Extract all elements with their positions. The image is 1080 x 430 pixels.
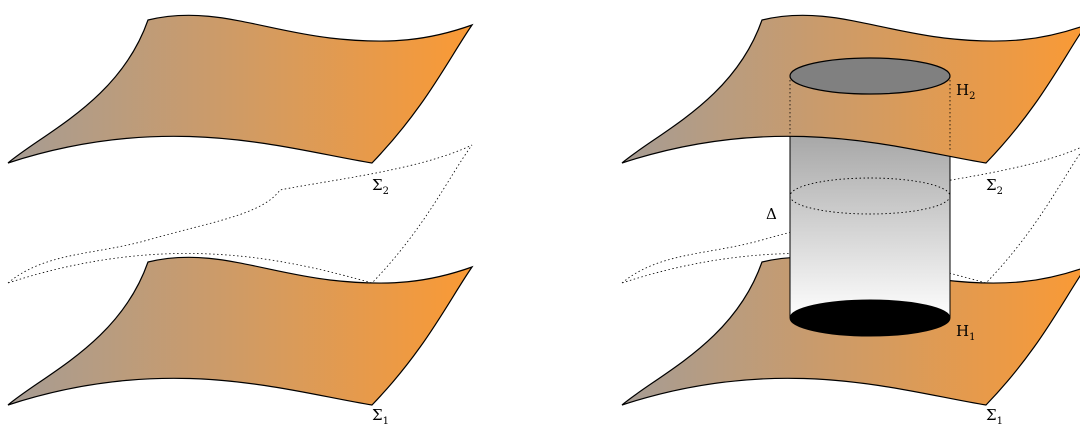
- right-sigma2-label: Σ2: [986, 176, 1003, 197]
- top-disk: [789, 57, 951, 95]
- right-sigma1-label: Σ1: [986, 406, 1003, 427]
- right-delta-label: Δ: [766, 205, 777, 223]
- right-h1-label: H1: [956, 322, 975, 343]
- left-ghost-sheet: [7, 144, 473, 284]
- cylinder-body: [790, 130, 950, 318]
- cylinder-middle-ellipse: [789, 177, 951, 215]
- left-sigma1-label: Σ1: [372, 406, 389, 427]
- left-panel: Σ2 Σ1: [7, 14, 474, 427]
- left-upper-sheet: [7, 14, 474, 164]
- left-sigma2-label: Σ2: [372, 176, 389, 197]
- right-h2-label: H2: [956, 81, 975, 102]
- bottom-disk: [789, 299, 951, 337]
- right-panel: H2 H1 Δ Σ2 Σ1: [621, 14, 1080, 427]
- right-ghost-sheet: [621, 147, 1080, 284]
- left-lower-sheet: [7, 256, 474, 406]
